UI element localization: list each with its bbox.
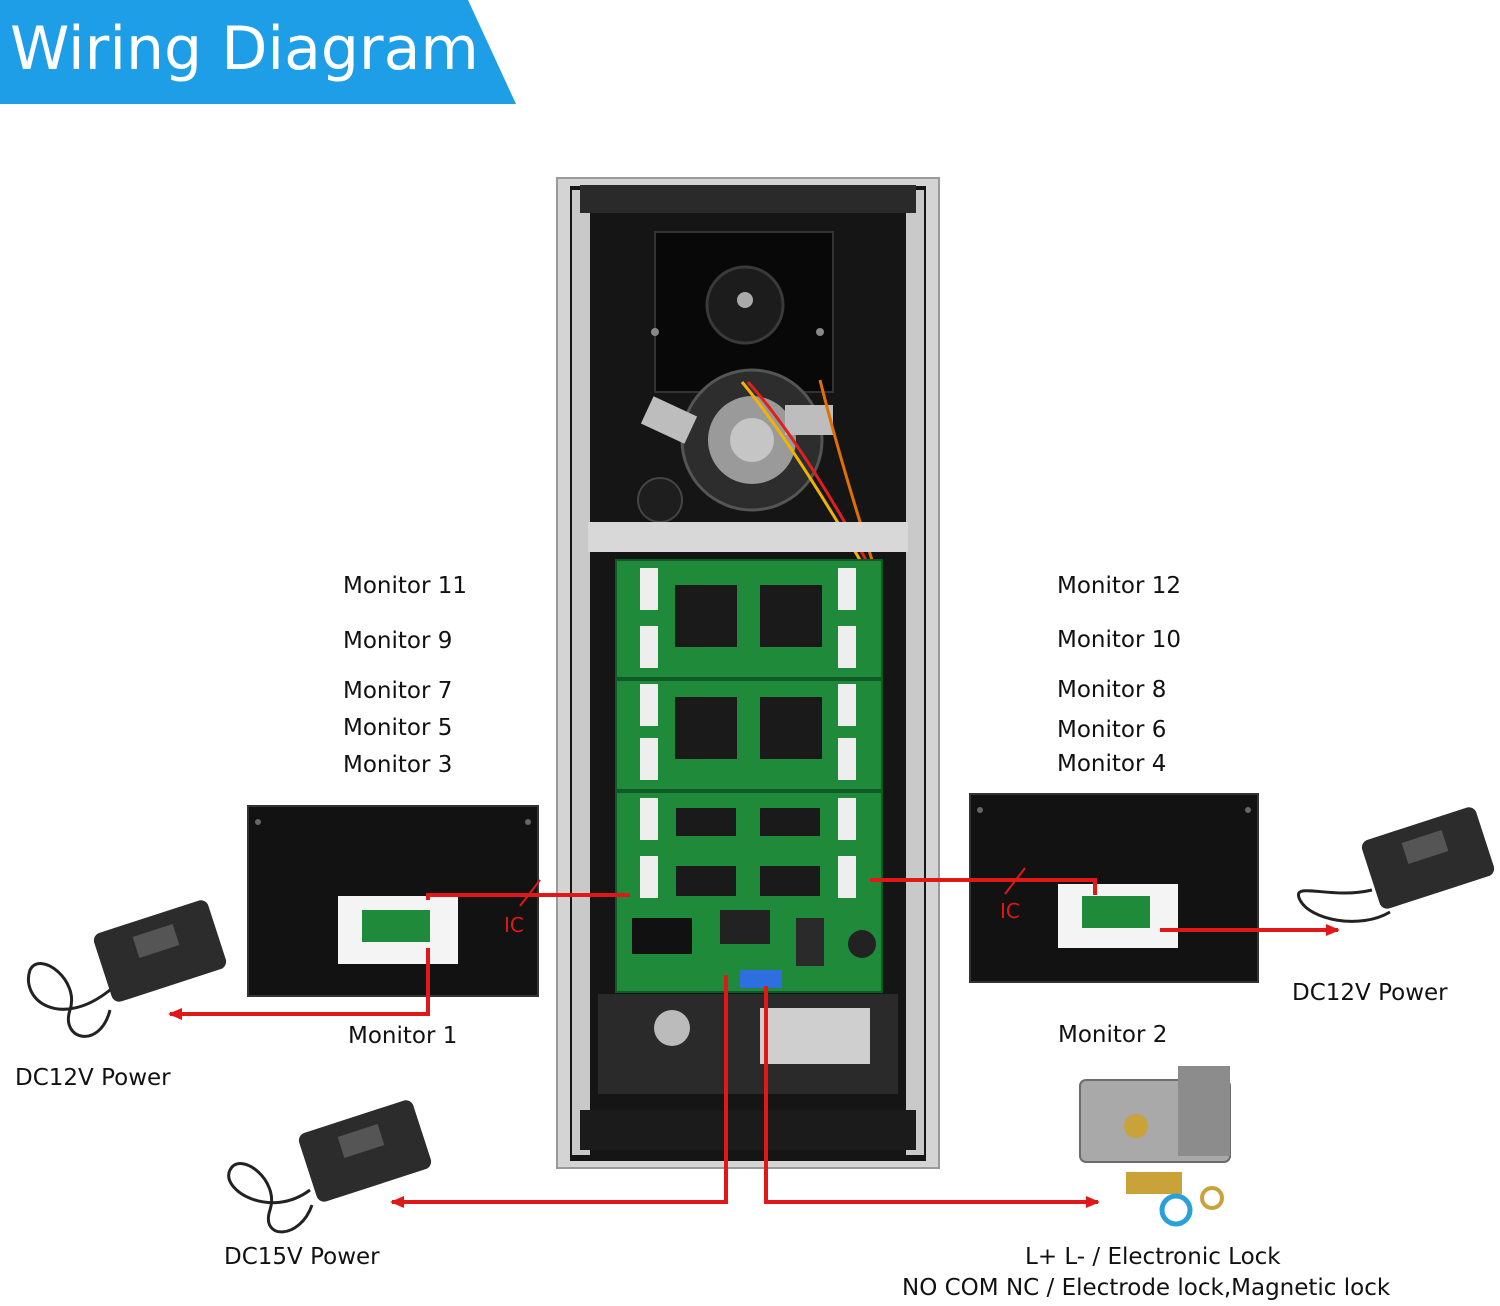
label-monitor-3: Monitor 3 <box>343 752 453 778</box>
label-lock-line-2: NO COM NC / Electrode lock,Magnetic lock <box>902 1275 1391 1301</box>
power-adapter-left-monitor <box>27 900 227 1038</box>
label-monitor-4: Monitor 4 <box>1057 751 1167 777</box>
ic-label-right: IC <box>1000 899 1020 923</box>
label-dc15v-power: DC15V Power <box>224 1244 380 1270</box>
label-monitor-9: Monitor 9 <box>343 628 453 654</box>
wiring-lines <box>168 878 1340 1208</box>
label-monitor-8: Monitor 8 <box>1057 677 1167 703</box>
title-banner <box>0 0 516 104</box>
monitor-1-device <box>247 805 539 997</box>
label-monitor-7: Monitor 7 <box>343 678 453 704</box>
pcb-main-board <box>615 791 883 993</box>
label-lock-line-1: L+ L- / Electronic Lock <box>1025 1244 1281 1270</box>
monitor-2-device <box>969 793 1259 983</box>
speaker <box>637 368 833 523</box>
label-monitor-2: Monitor 2 <box>1058 1022 1168 1048</box>
ic-cut-marks <box>519 867 1026 907</box>
power-adapter-right-monitor <box>1297 807 1495 923</box>
power-adapter-panel <box>227 1100 432 1234</box>
panel-bottom <box>580 994 916 1150</box>
label-monitor-5: Monitor 5 <box>343 715 453 741</box>
ic-label-left: IC <box>504 913 524 937</box>
pcb-board-2 <box>615 679 883 791</box>
label-monitor-10: Monitor 10 <box>1057 627 1182 653</box>
label-dc12v-power-right: DC12V Power <box>1292 980 1448 1006</box>
camera-module <box>651 231 834 393</box>
label-monitor-12: Monitor 12 <box>1057 573 1182 599</box>
pcb-board-1 <box>615 559 883 679</box>
label-monitor-11: Monitor 11 <box>343 573 468 599</box>
metal-divider <box>588 522 908 552</box>
label-monitor-6: Monitor 6 <box>1057 717 1167 743</box>
electronic-lock <box>1079 1066 1231 1227</box>
label-dc12v-power-left: DC12V Power <box>15 1065 171 1091</box>
page-title: Wiring Diagram <box>10 14 479 84</box>
label-monitor-1: Monitor 1 <box>348 1023 458 1049</box>
